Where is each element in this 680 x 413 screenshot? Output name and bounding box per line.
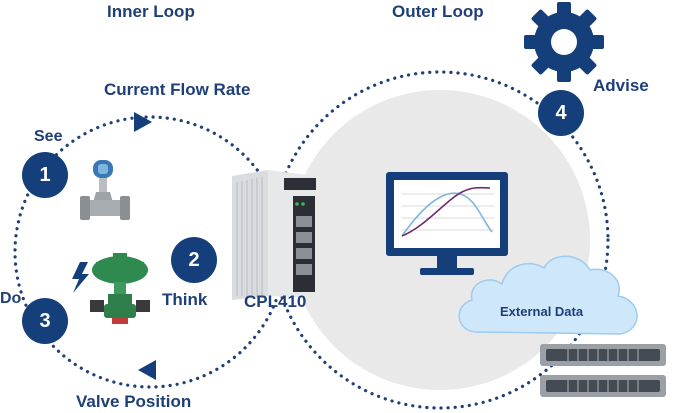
gear-icon (524, 2, 604, 82)
step-1-badge: 1 (22, 152, 68, 198)
outer-loop-heading: Outer Loop (392, 2, 484, 21)
step-4-badge: 4 (538, 90, 584, 136)
step-4-label: Advise (593, 76, 649, 95)
step-3-badge: 3 (22, 298, 68, 344)
arrow-right-icon (134, 112, 152, 132)
cloud-icon (458, 255, 638, 335)
control-valve-icon (90, 253, 150, 324)
valve-position-label: Valve Position (76, 392, 192, 411)
step-3-label: Do (0, 290, 22, 307)
cloud-label: External Data (500, 304, 584, 319)
step-2-badge: 2 (171, 237, 217, 283)
current-flow-rate-label: Current Flow Rate (104, 80, 251, 99)
controller-label: CPL410 (244, 292, 307, 311)
step-1-label: See (34, 128, 63, 145)
controller-device-icon (232, 170, 316, 300)
monitor-chart-icon (386, 172, 508, 275)
flow-meter-icon (80, 160, 130, 220)
server-rack-icon (540, 344, 666, 397)
lightning-icon (72, 262, 89, 293)
arrow-left-icon (138, 360, 156, 380)
step-2-label: Think (162, 290, 208, 309)
outer-loop-path (270, 70, 610, 410)
inner-loop-heading: Inner Loop (107, 2, 195, 21)
